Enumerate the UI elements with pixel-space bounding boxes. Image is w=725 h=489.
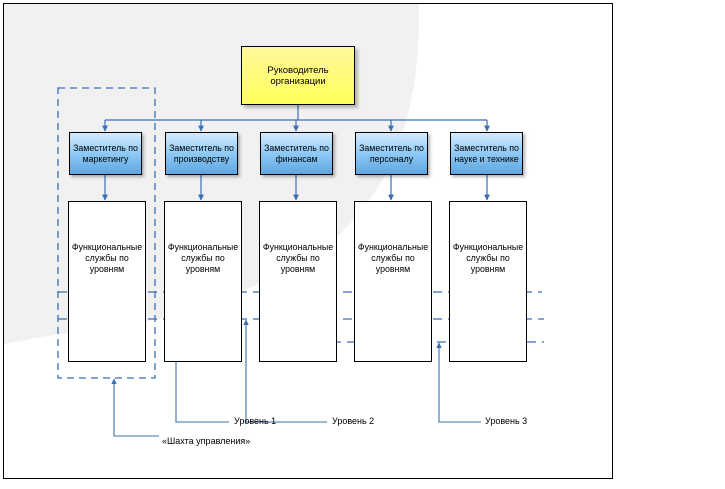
service-box-1: Функциональные службы по уровням	[68, 201, 146, 362]
shaft-callout	[111, 378, 159, 437]
service-box-2: Функциональные службы по уровням	[164, 201, 242, 362]
deputy-box-science: Заместитель по науке и технике	[450, 132, 523, 175]
level-2-label: Уровень 2	[332, 416, 375, 426]
deputy-label: Заместитель по персоналу	[359, 142, 424, 164]
management-shaft-label: «Шахта управления»	[162, 436, 251, 446]
service-box-4: Функциональные службы по уровням	[354, 201, 432, 362]
deputy-label: Заместитель по производству	[169, 142, 234, 164]
head-box: Руководитель организации	[241, 46, 355, 105]
service-label: Функциональные службы по уровням	[71, 242, 143, 274]
service-label: Функциональные службы по уровням	[262, 242, 334, 274]
service-label: Функциональные службы по уровням	[167, 242, 239, 274]
level-3-callout	[436, 342, 481, 423]
deputy-label: Заместитель по науке и технике	[454, 142, 519, 164]
deputy-box-production: Заместитель по производству	[165, 132, 238, 175]
diagram-frame: Руководитель организации Заместитель по …	[3, 3, 613, 479]
level-1-label: Уровень 1	[234, 416, 277, 426]
deputy-label: Заместитель по финансам	[264, 142, 329, 164]
management-shaft-outline	[57, 87, 156, 379]
service-box-3: Функциональные службы по уровням	[259, 201, 337, 362]
deputy-box-personnel: Заместитель по персоналу	[355, 132, 428, 175]
deputy-box-finance: Заместитель по финансам	[260, 132, 333, 175]
service-label: Функциональные службы по уровням	[357, 242, 429, 274]
service-label: Функциональные службы по уровням	[452, 242, 524, 274]
head-label: Руководитель организации	[267, 64, 329, 87]
service-box-5: Функциональные службы по уровням	[449, 201, 527, 362]
deputy-label: Заместитель по маркетингу	[73, 142, 138, 164]
deputy-box-marketing: Заместитель по маркетингу	[69, 132, 142, 175]
level-3-label: Уровень 3	[485, 416, 528, 426]
level-2-callout	[243, 319, 327, 423]
